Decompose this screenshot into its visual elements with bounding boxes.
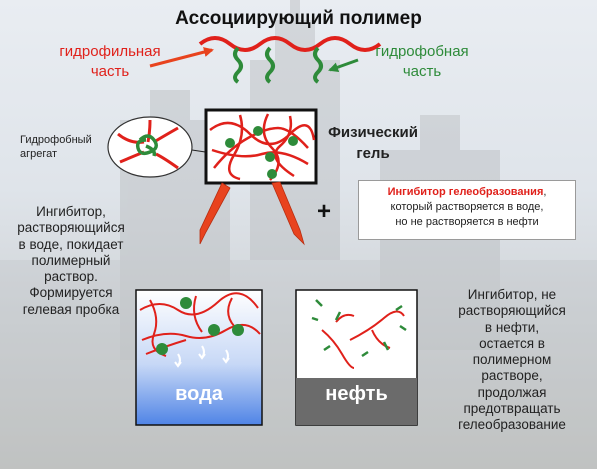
inhibitor-comma: ,	[543, 186, 547, 198]
oil-case-box	[295, 289, 418, 426]
water-case-box	[135, 289, 263, 426]
physical-gel-label-line2: гель	[356, 145, 390, 162]
diagram-title: Ассоциирующий полимер	[175, 8, 422, 29]
hydrophilic-label-line2: часть	[90, 63, 130, 80]
branch-arrows	[199, 181, 305, 246]
water-case-description: Ингибитор, растворяющийся в воде, покида…	[10, 204, 132, 318]
hydrophobic-label: гидрофобная часть	[352, 42, 492, 82]
oil-desc-line: Ингибитор, не	[467, 287, 557, 302]
plus-sign: +	[317, 198, 332, 225]
oil-desc-line: продолжая	[477, 384, 547, 400]
hydrophilic-label-line1: гидрофильная	[59, 43, 161, 60]
hydrophobic-aggregate	[107, 116, 233, 178]
water-desc-line: раствор.	[44, 269, 98, 285]
water-desc-line: растворяющийся	[17, 220, 125, 236]
physical-gel-box	[204, 108, 318, 185]
hydrophobic-arrow	[328, 58, 359, 73]
hydrophilic-arrow	[149, 47, 214, 68]
oil-desc-line: остается в	[479, 335, 545, 351]
inhibitor-line3: но не растворяется в нефти	[395, 216, 539, 228]
water-desc-line: Ингибитор,	[36, 204, 106, 219]
oil-desc-line: в нефти,	[484, 319, 540, 335]
water-desc-line: гелевая пробка	[22, 301, 120, 317]
oil-phase-label: нефть	[325, 383, 388, 405]
polymer-chain	[198, 36, 382, 84]
oil-desc-line: полимерном	[472, 352, 552, 368]
water-phase-label: вода	[175, 383, 223, 405]
oil-desc-line: предотвращать	[463, 401, 561, 417]
inhibitor-line2: который растворяется в воде,	[390, 201, 544, 213]
aggregate-label-line2: агрегат	[20, 148, 58, 160]
oil-desc-line: растворе,	[481, 368, 543, 384]
oil-desc-line: растворяющийся	[458, 303, 566, 319]
physical-gel-label: Физический гель	[318, 122, 428, 164]
oil-case-description: Ингибитор, не растворяющийся в нефти, ос…	[437, 287, 587, 434]
hydrophilic-label: гидрофильная часть	[30, 42, 190, 82]
oil-desc-line: гелеобразование	[458, 417, 566, 433]
water-desc-line: в воде, покидает	[18, 236, 124, 252]
hydrophobic-label-line2: часть	[402, 63, 442, 80]
inhibitor-info-box: Ингибитор гелеобразования, который раств…	[358, 180, 576, 240]
hydrophobic-label-line1: гидрофобная	[375, 43, 469, 60]
inhibitor-highlight: Ингибитор гелеобразования	[387, 186, 544, 198]
aggregate-label: Гидрофобный агрегат	[20, 133, 112, 161]
physical-gel-label-line1: Физический	[328, 124, 418, 141]
aggregate-label-line1: Гидрофобный	[20, 134, 92, 146]
water-desc-line: Формируется	[29, 285, 113, 301]
water-desc-line: полимерный	[31, 252, 111, 268]
